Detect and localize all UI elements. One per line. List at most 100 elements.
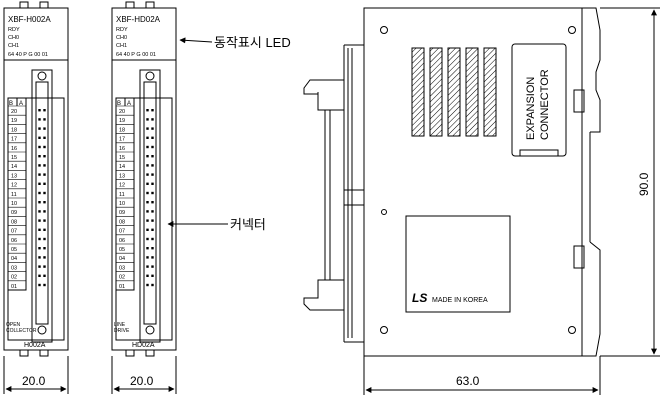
vent-slot: [465, 47, 479, 137]
width-dimension-left-label: 20.0: [22, 374, 46, 388]
pin-number: 04: [11, 256, 17, 262]
led-label-ch1: CH1: [116, 43, 127, 49]
pin-number: 16: [119, 146, 125, 152]
connector-body: [139, 69, 161, 343]
connector-arm-bottom: [303, 279, 344, 311]
pin-contact: [38, 155, 41, 158]
pin-number: 12: [119, 183, 125, 189]
pin-contact: [151, 145, 154, 149]
connector-body: [31, 69, 53, 343]
pin-number: 09: [119, 210, 125, 216]
pin-contact: [146, 155, 149, 158]
pin-contact: [146, 118, 149, 121]
pin-contact: [38, 265, 41, 268]
depth-dimension: [363, 356, 601, 395]
pin-number: 10: [11, 201, 17, 207]
side-latch-bottom: [573, 245, 585, 269]
pin-contact: [38, 237, 41, 241]
pin-contact: [43, 118, 46, 121]
pin-contact: [38, 118, 41, 121]
pin-number: 15: [119, 155, 125, 161]
expansion-connector-lip: [519, 149, 559, 157]
pin-contact: [151, 256, 154, 259]
pin-contact: [146, 145, 149, 149]
pin-number: 07: [119, 229, 125, 235]
pin-number: 05: [119, 247, 125, 253]
pin-contact: [151, 182, 154, 185]
pin-contact: [151, 136, 154, 139]
ls-logo: LS: [412, 291, 427, 305]
side-body: [363, 7, 583, 357]
pin-number: 14: [119, 164, 125, 170]
pin-contact: [151, 127, 154, 130]
led-label-ch0: CH0: [116, 35, 127, 41]
module-housing: [111, 7, 177, 351]
screw: [145, 71, 155, 81]
pin-contact: [43, 173, 46, 176]
pin-contact: [151, 210, 154, 213]
module-right: [111, 1, 177, 357]
pin-contact: [146, 219, 149, 222]
pin-contact: [43, 265, 46, 268]
width-dimension-right: [111, 356, 177, 394]
pin-number: 15: [11, 155, 17, 161]
pin-contact: [146, 127, 149, 130]
pin-number: 06: [11, 238, 17, 244]
pin-contact: [43, 145, 46, 149]
pin-contact: [38, 164, 41, 167]
bottom-latch: [39, 349, 49, 357]
led-label-rdy: RDY: [116, 27, 128, 33]
vent-slot: [447, 47, 461, 137]
pin-contact: [38, 127, 41, 130]
col-a-header: A: [127, 101, 131, 107]
vent-slot: [483, 47, 497, 137]
pin-contact: [43, 283, 46, 287]
connector-slot: [143, 81, 157, 325]
pin-contact: [43, 155, 46, 158]
expansion-label-line2: CONNECTOR: [539, 69, 551, 140]
depth-dimension-label: 63.0: [456, 374, 480, 388]
connector-arm-top: [303, 79, 344, 111]
screw: [37, 325, 47, 335]
side-view: [303, 7, 601, 357]
pin-contact: [43, 191, 46, 195]
top-latch: [39, 1, 49, 9]
model-label: XBF-HD02A: [116, 15, 161, 24]
pin-number: 08: [119, 219, 125, 225]
pin-number: 11: [11, 192, 17, 198]
bottom-latch: [19, 349, 29, 357]
pin-number: 11: [119, 192, 125, 198]
pin-number: 18: [11, 127, 17, 133]
pin-number: 18: [119, 127, 125, 133]
pin-number: 12: [11, 183, 17, 189]
pin-contact: [38, 247, 41, 250]
mount-hole: [568, 326, 576, 334]
pin-number: 14: [11, 164, 17, 170]
mount-hole: [381, 209, 387, 215]
pin-number: 03: [11, 265, 17, 271]
pin-contact: [146, 265, 149, 268]
col-b-header: B: [9, 101, 13, 107]
vent-slots: [411, 47, 497, 137]
bottom-latch: [145, 349, 155, 357]
pin-contact: [151, 109, 154, 112]
pin-contact: [146, 201, 149, 204]
width-dimension-left: [3, 356, 69, 394]
col-b-header: B: [117, 101, 121, 107]
pin-number: 19: [119, 118, 125, 124]
model-label: XBF-H002A: [8, 15, 51, 24]
pin-contact: [146, 228, 149, 231]
pin-contact: [43, 228, 46, 231]
type-line2: DRIVE: [114, 328, 130, 334]
top-latch: [145, 1, 155, 9]
mount-hole: [380, 326, 388, 334]
side-latch-top: [573, 89, 585, 113]
pin-contact: [146, 247, 149, 250]
din-rail-hook-bottom: [582, 241, 601, 357]
pin-number: 01: [11, 284, 17, 290]
pin-contact: [146, 191, 149, 195]
module-name: HD02A: [132, 342, 155, 349]
screw: [37, 71, 47, 81]
